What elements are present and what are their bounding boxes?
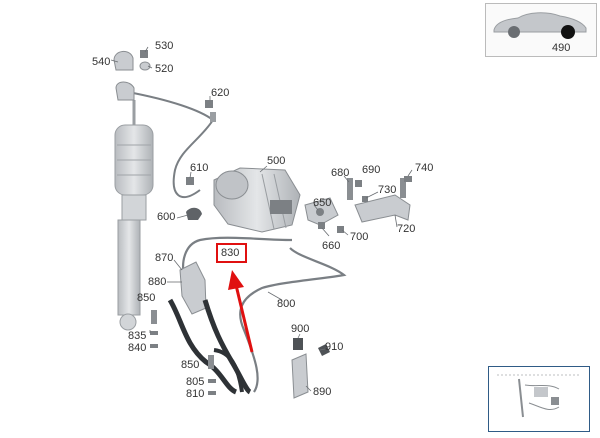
callout-730[interactable]: 730	[378, 184, 397, 196]
callout-835[interactable]: 835	[128, 330, 147, 342]
callout-680[interactable]: 680	[331, 167, 350, 179]
fitting-540	[113, 50, 151, 101]
callout-690[interactable]: 690	[362, 164, 381, 176]
highlight-box-830[interactable]	[216, 243, 247, 263]
air-strut	[114, 100, 154, 331]
callout-540[interactable]: 540	[92, 56, 111, 68]
callout-880[interactable]: 880	[148, 276, 167, 288]
callout-500[interactable]: 500	[267, 155, 286, 167]
highlight-arrow	[228, 270, 254, 353]
valve-block-880	[179, 261, 207, 315]
vehicle-part-number: 490	[552, 42, 571, 54]
overview-mini-diagram	[497, 374, 581, 418]
overview-minimap[interactable]	[488, 366, 590, 432]
callout-910[interactable]: 910	[325, 341, 344, 353]
callout-660[interactable]: 660	[322, 240, 341, 252]
callout-620[interactable]: 620	[211, 87, 230, 99]
callout-600[interactable]: 600	[157, 211, 176, 223]
callout-900[interactable]: 900	[291, 323, 310, 335]
callout-840[interactable]: 840	[128, 342, 147, 354]
callout-800[interactable]: 800	[277, 298, 296, 310]
callout-530[interactable]: 530	[155, 40, 174, 52]
callout-870[interactable]: 870	[155, 252, 174, 264]
callout-810[interactable]: 810	[186, 388, 205, 400]
callout-805[interactable]: 805	[186, 376, 205, 388]
callout-520[interactable]: 520	[155, 63, 174, 75]
callout-830[interactable]: 830	[221, 247, 240, 259]
callout-650[interactable]: 650	[313, 197, 332, 209]
bracket-720	[347, 178, 411, 223]
callout-850-lower[interactable]: 850	[181, 359, 200, 371]
callout-850-upper[interactable]: 850	[137, 292, 156, 304]
callout-890[interactable]: 890	[313, 386, 332, 398]
callout-720[interactable]: 720	[397, 223, 416, 235]
car-silhouette-icon	[493, 12, 587, 39]
callout-700[interactable]: 700	[350, 231, 369, 243]
callout-740[interactable]: 740	[415, 162, 434, 174]
callout-610[interactable]: 610	[190, 162, 209, 174]
vehicle-thumbnail[interactable]: 490	[485, 3, 597, 57]
compressor-500	[213, 167, 301, 233]
